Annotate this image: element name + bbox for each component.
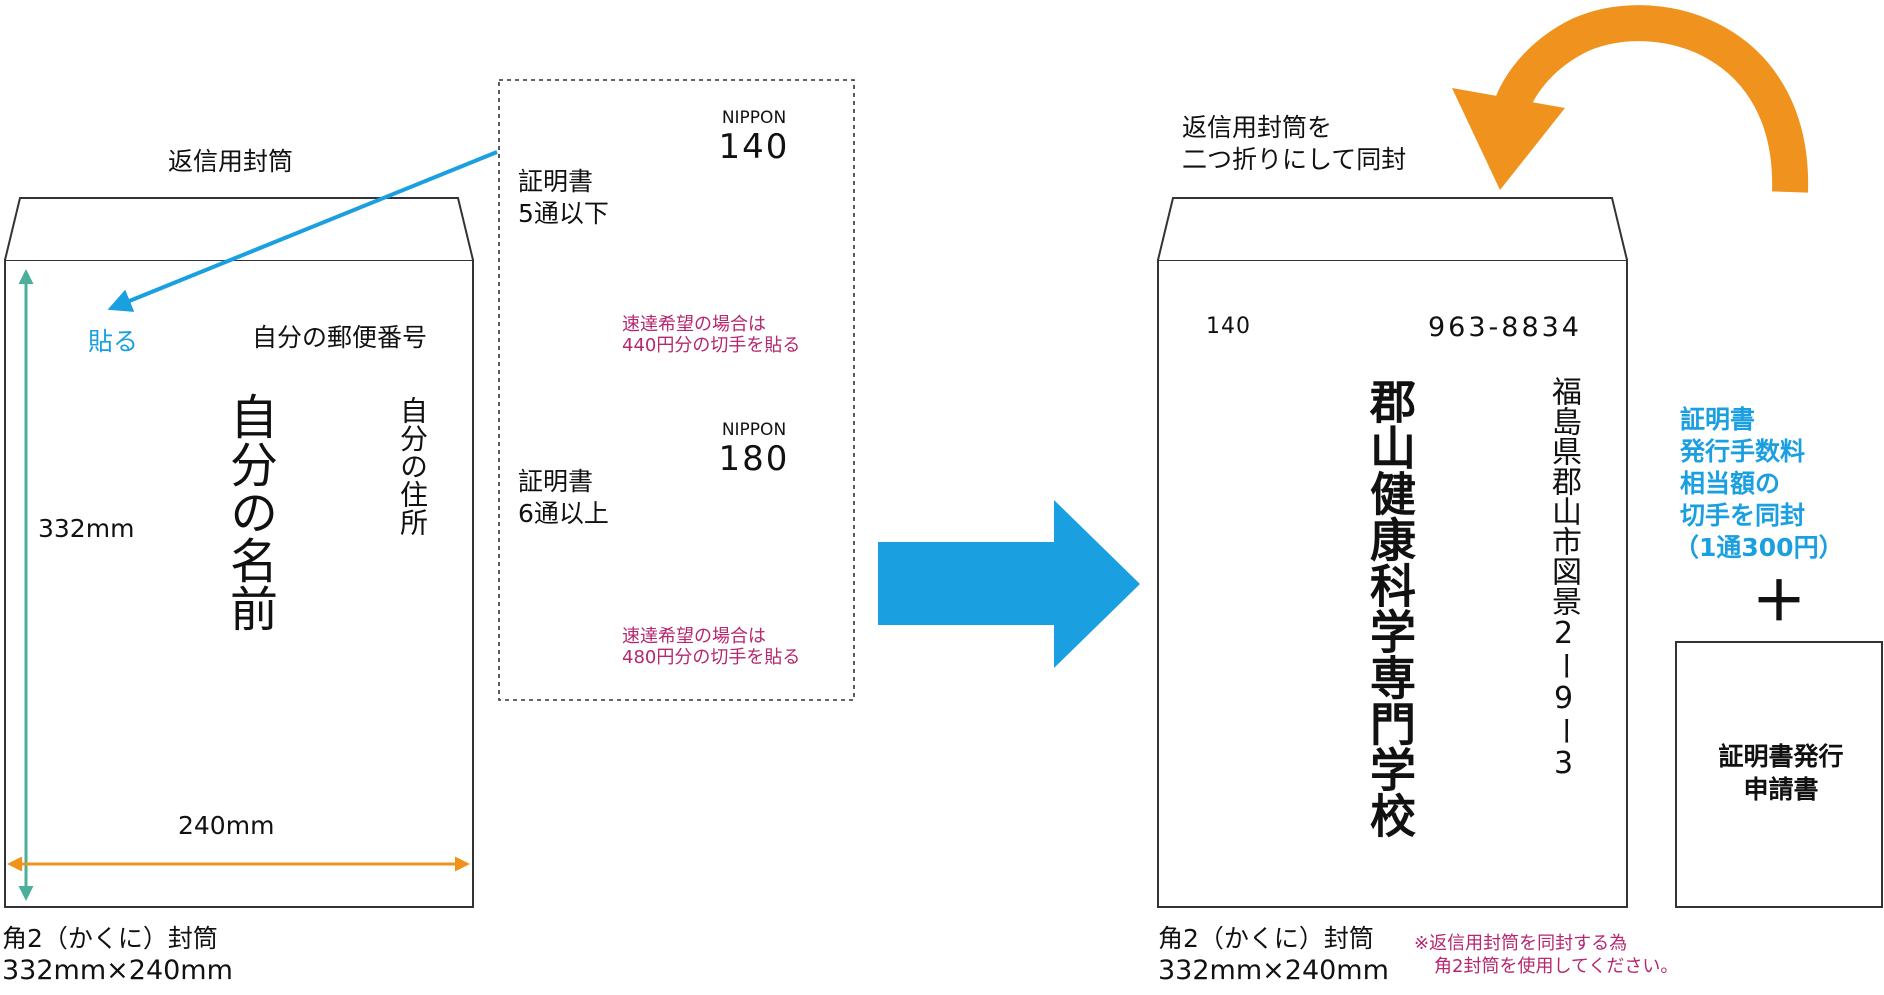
school-name: 郡山健康科学専門学校: [1363, 378, 1417, 838]
right-envelope-caption-type: 角2（かくに）封筒: [1158, 924, 1374, 953]
express-line: 速達希望の場合は: [622, 314, 766, 335]
condition-line: 6通以上: [518, 499, 609, 528]
stamp-panel-frame: [498, 79, 855, 701]
width-dimension-label: 240mm: [178, 811, 275, 840]
stamp-140: NIPPON 140: [704, 108, 804, 166]
school-address: 福島県郡山市図景2ー9ー3: [1546, 376, 1581, 781]
plus-icon: ＋: [1752, 570, 1806, 633]
stamp-180-condition: 証明書 6通以上: [518, 466, 609, 530]
stamp-140-express-note: 速達希望の場合は 440円分の切手を貼る: [622, 314, 800, 356]
condition-line: 証明書: [518, 467, 594, 496]
note-line: ※返信用封筒を同封する為: [1414, 933, 1628, 954]
right-envelope: [1157, 197, 1628, 908]
note-line: 角2封筒を使用してください。: [1434, 956, 1679, 977]
fee-note-line: 切手を同封: [1680, 501, 1806, 530]
express-line: 440円分の切手を貼る: [622, 335, 801, 356]
fold-return-arrow: [1452, 5, 1809, 193]
stamp-140-condition: 証明書 5通以下: [518, 166, 609, 230]
stamp-180-express-note: 速達希望の場合は 480円分の切手を貼る: [622, 626, 800, 668]
fee-note-line: 相当額の: [1680, 469, 1781, 498]
right-stamp-value: 140: [1206, 314, 1251, 339]
fee-note-line: 発行手数料: [1680, 437, 1806, 466]
application-form-label: 証明書発行 申請書: [1676, 740, 1884, 806]
fee-note-line: （1通300円）: [1674, 533, 1844, 562]
flow-arrow-icon: [878, 500, 1140, 668]
left-envelope-caption-size: 332mm×240mm: [2, 955, 233, 986]
stamp-value: 180: [718, 439, 790, 479]
express-line: 速達希望の場合は: [622, 626, 766, 647]
right-envelope-top-label: 返信用封筒を 二つ折りにして同封: [1182, 112, 1406, 176]
stamp-country: NIPPON: [721, 420, 787, 440]
left-envelope: [4, 197, 474, 908]
application-form-line: 申請書: [1743, 775, 1819, 804]
address-label: 自分の住所: [396, 396, 429, 536]
envelope-usage-note: ※返信用封筒を同封する為 角2封筒を使用してください。: [1414, 932, 1678, 978]
left-envelope-caption-type: 角2（かくに）封筒: [2, 924, 218, 953]
paste-pointer-arrow: [107, 150, 498, 312]
school-postal-code: 963-8834: [1428, 312, 1582, 343]
condition-line: 証明書: [518, 167, 594, 196]
top-label-line: 返信用封筒を: [1182, 113, 1333, 142]
left-envelope-top-label: 返信用封筒: [168, 147, 294, 176]
condition-line: 5通以下: [518, 199, 609, 228]
express-line: 480円分の切手を貼る: [622, 647, 801, 668]
application-form-frame: [1675, 641, 1883, 908]
fee-note: 証明書 発行手数料 相当額の 切手を同封 （1通300円）: [1674, 404, 1880, 564]
application-form-line: 証明書発行: [1718, 742, 1844, 771]
right-envelope-caption-size: 332mm×240mm: [1158, 955, 1389, 986]
paste-label: 貼る: [88, 327, 139, 356]
stamp-country: NIPPON: [721, 108, 787, 128]
top-label-line: 二つ折りにして同封: [1182, 145, 1407, 174]
postal-code-label: 自分の郵便番号: [252, 323, 428, 352]
height-dimension-label: 332mm: [38, 514, 135, 543]
name-label: 自分の名前: [221, 392, 277, 632]
stamp-180: NIPPON 180: [704, 420, 804, 478]
stamp-value: 140: [718, 127, 790, 167]
fee-note-line: 証明書: [1680, 405, 1756, 434]
